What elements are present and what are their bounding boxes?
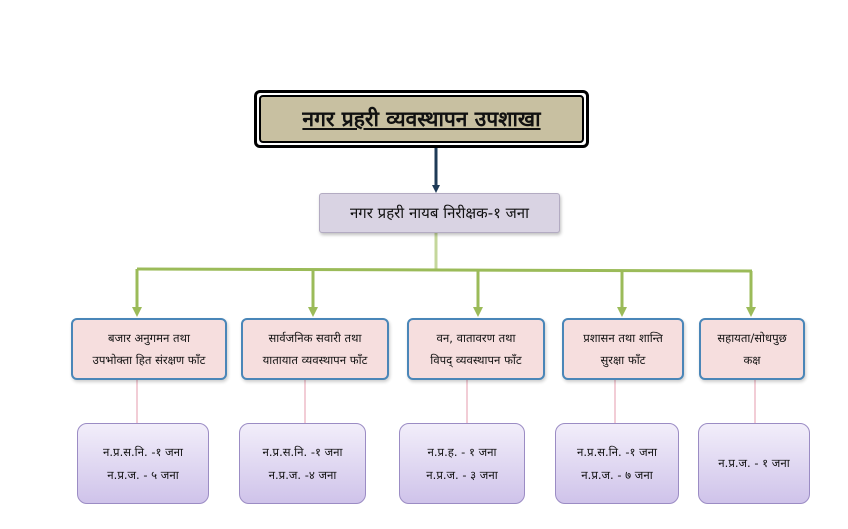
staff-node-environment: न.प्र.ह. - १ जना न.प्र.ज. - ३ जना [399,423,525,504]
unit-line2: कक्ष [743,353,761,367]
unit-line2: यातायात व्यवस्थापन फाँट [262,353,368,367]
staff-line: न.प्र.स.नि. -१ जना [102,444,184,459]
unit-line2: सुरक्षा फाँट [600,353,646,367]
unit-line1: प्रशासन तथा शान्ति [583,331,663,345]
unit-line1: वन, वातावरण तथा [436,331,516,345]
unit-line1: सहायता/सोधपुछ [717,331,787,345]
staff-line: न.प्र.ज. - ३ जना [426,467,498,482]
bus-line [136,267,753,273]
unit-line1: सार्वजनिक सवारी तथा [268,331,362,345]
staff-node-help-desk: न.प्र.ज. - १ जना [698,423,810,504]
chief-node: नगर प्रहरी नायब निरीक्षक-१ जना [319,193,560,233]
unit-node-administration: प्रशासन तथा शान्ति सुरक्षा फाँट [562,318,684,380]
staff-line: न.प्र.ज. - ७ जना [581,467,653,482]
staff-line: न.प्र.ह. - १ जना [427,444,497,459]
unit-line2: विपद् व्यवस्थापन फाँट [430,353,522,367]
staff-node-administration: न.प्र.स.नि. -१ जना न.प्र.ज. - ७ जना [555,423,679,504]
staff-node-transport: न.प्र.स.नि. -१ जना न.प्र.ज. -४ जना [239,423,366,504]
staff-line: न.प्र.स.नि. -१ जना [576,444,658,459]
unit-node-help-desk: सहायता/सोधपुछ कक्ष [699,318,805,380]
unit-node-market: बजार अनुगमन तथा उपभोक्ता हित संरक्षण फाँ… [71,318,227,380]
unit-node-environment: वन, वातावरण तथा विपद् व्यवस्थापन फाँट [407,318,545,380]
staff-node-market: न.प्र.स.नि. -१ जना न.प्र.ज. - ५ जना [77,423,209,504]
unit-line2: उपभोक्ता हित संरक्षण फाँट [92,353,206,367]
staff-line: न.प्र.स.नि. -१ जना [262,444,343,459]
staff-line: न.प्र.ज. -४ जना [268,467,337,482]
diagram-title: नगर प्रहरी व्यवस्थापन उपशाखा [259,95,584,143]
unit-node-transport: सार्वजनिक सवारी तथा यातायात व्यवस्थापन फ… [241,318,389,380]
staff-line: न.प्र.ज. - १ जना [718,456,790,470]
staff-line: न.प्र.ज. - ५ जना [107,467,179,482]
unit-line1: बजार अनुगमन तथा [108,331,190,345]
